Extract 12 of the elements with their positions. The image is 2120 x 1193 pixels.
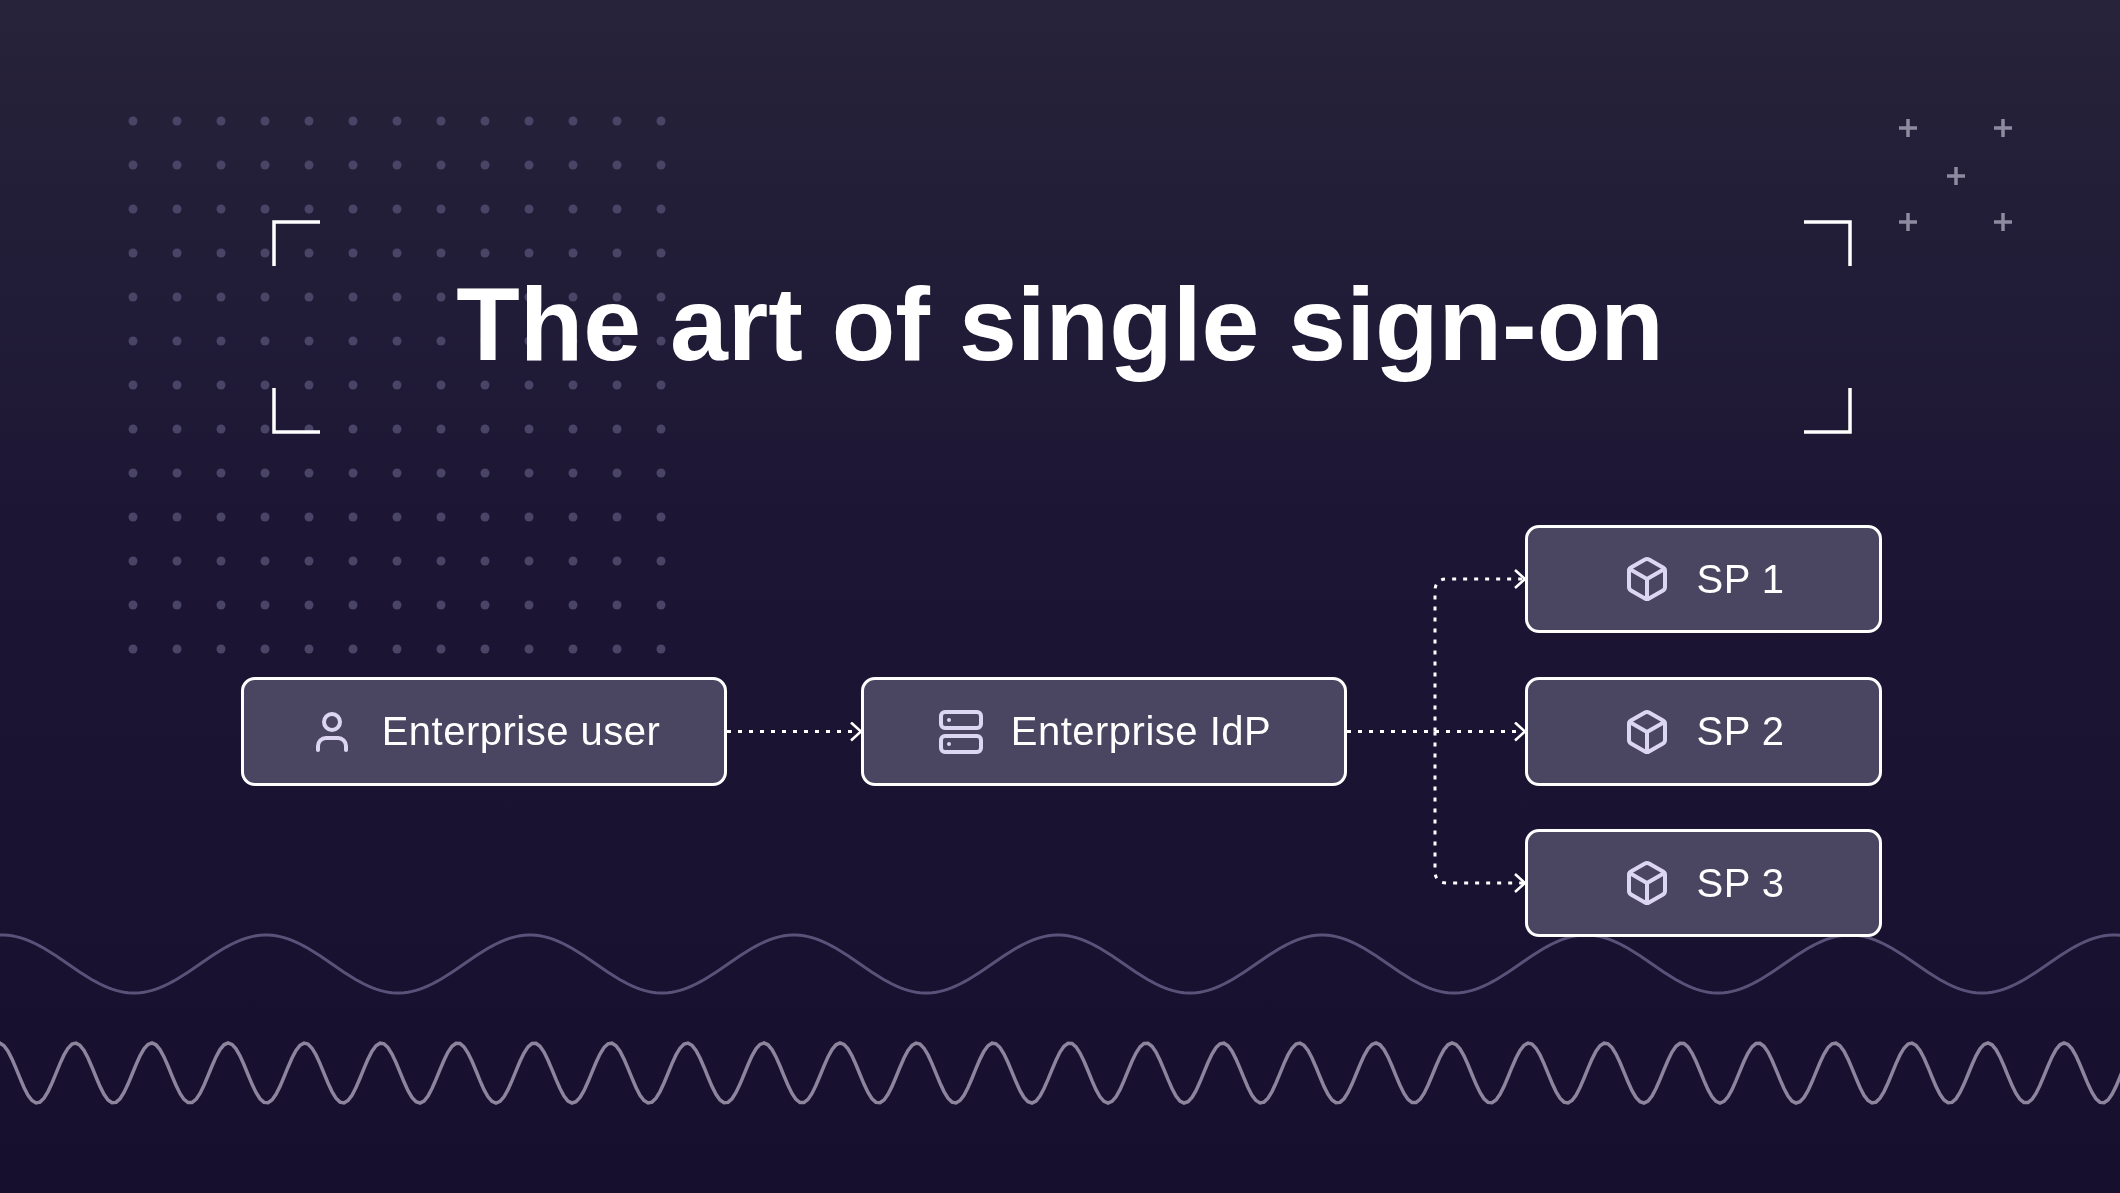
node-label: Enterprise user [381,709,661,754]
node-label: SP 3 [1696,860,1785,906]
process-box [1525,677,1882,786]
node-label: SP 2 [1696,709,1785,754]
node-label: Enterprise IdP [1010,709,1272,754]
process-box [861,677,1347,786]
process-box [1525,525,1882,633]
title: The art of single sign-on [455,265,1665,384]
process-box [1525,829,1882,937]
dotted-arrow [727,721,863,742]
process-box [241,677,727,786]
node-label: SP 1 [1696,556,1785,602]
